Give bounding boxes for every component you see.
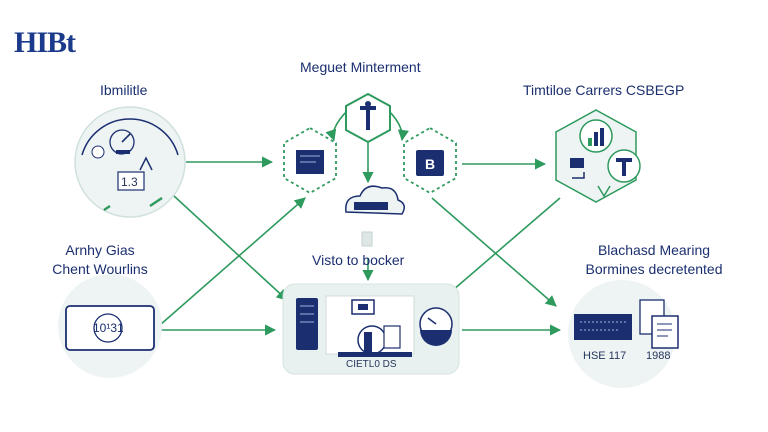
caption-center: CIETL0 DS bbox=[346, 359, 397, 370]
label-top-center: Meguet Minterment bbox=[300, 59, 421, 75]
node-cloud bbox=[345, 185, 405, 247]
node-top-left bbox=[74, 106, 186, 218]
book-icon bbox=[416, 150, 444, 176]
server-icon bbox=[296, 298, 318, 350]
node-right-hex bbox=[403, 126, 457, 195]
value-top-left: 1.3 bbox=[121, 175, 138, 189]
value-mid-right-a: HSE 117 bbox=[583, 350, 627, 362]
connector-topright-to-center bbox=[445, 197, 561, 297]
arrow-down-icon bbox=[597, 185, 611, 198]
node-top-right bbox=[555, 109, 641, 203]
tool-icon bbox=[360, 101, 376, 130]
label-center: Visto to bocker bbox=[312, 252, 405, 268]
connector-topleft-to-center bbox=[173, 195, 288, 301]
tool-icon bbox=[616, 158, 632, 176]
connector-midleft-to-hex bbox=[159, 197, 306, 326]
label-top-left: Ibmilitle bbox=[100, 82, 148, 98]
app-logo: HIBt bbox=[14, 26, 76, 59]
node-center bbox=[282, 283, 460, 375]
screen-icon bbox=[570, 158, 584, 168]
hex-letter: B bbox=[425, 156, 435, 172]
value-mid-right-b: 1988 bbox=[646, 350, 671, 362]
label-top-right: Timtiloe Carrers CSBEGP bbox=[523, 82, 685, 98]
label-mid-left-line1: Arnhy Gias bbox=[65, 242, 135, 258]
node-left-hex bbox=[283, 126, 337, 195]
value-box bbox=[117, 171, 145, 191]
gauge-icon bbox=[109, 129, 135, 155]
node-mid-right bbox=[568, 280, 679, 388]
label-mid-right-line1: Blachasd Mearing bbox=[597, 242, 711, 258]
connector-lines bbox=[159, 109, 562, 336]
node-top-center-hex bbox=[345, 92, 391, 144]
value-mid-left: 10¹31 bbox=[93, 321, 124, 335]
label-mid-right-line2: Bormines decretented bbox=[585, 261, 723, 277]
value-box bbox=[65, 305, 155, 351]
connector-hex-to-midright bbox=[431, 197, 557, 307]
node-mid-left bbox=[58, 274, 162, 378]
report-icon bbox=[651, 315, 679, 349]
label-mid-left-line2: Chent Wourlins bbox=[52, 261, 148, 277]
document-icon bbox=[574, 314, 632, 340]
bar-chart-icon bbox=[588, 128, 604, 146]
